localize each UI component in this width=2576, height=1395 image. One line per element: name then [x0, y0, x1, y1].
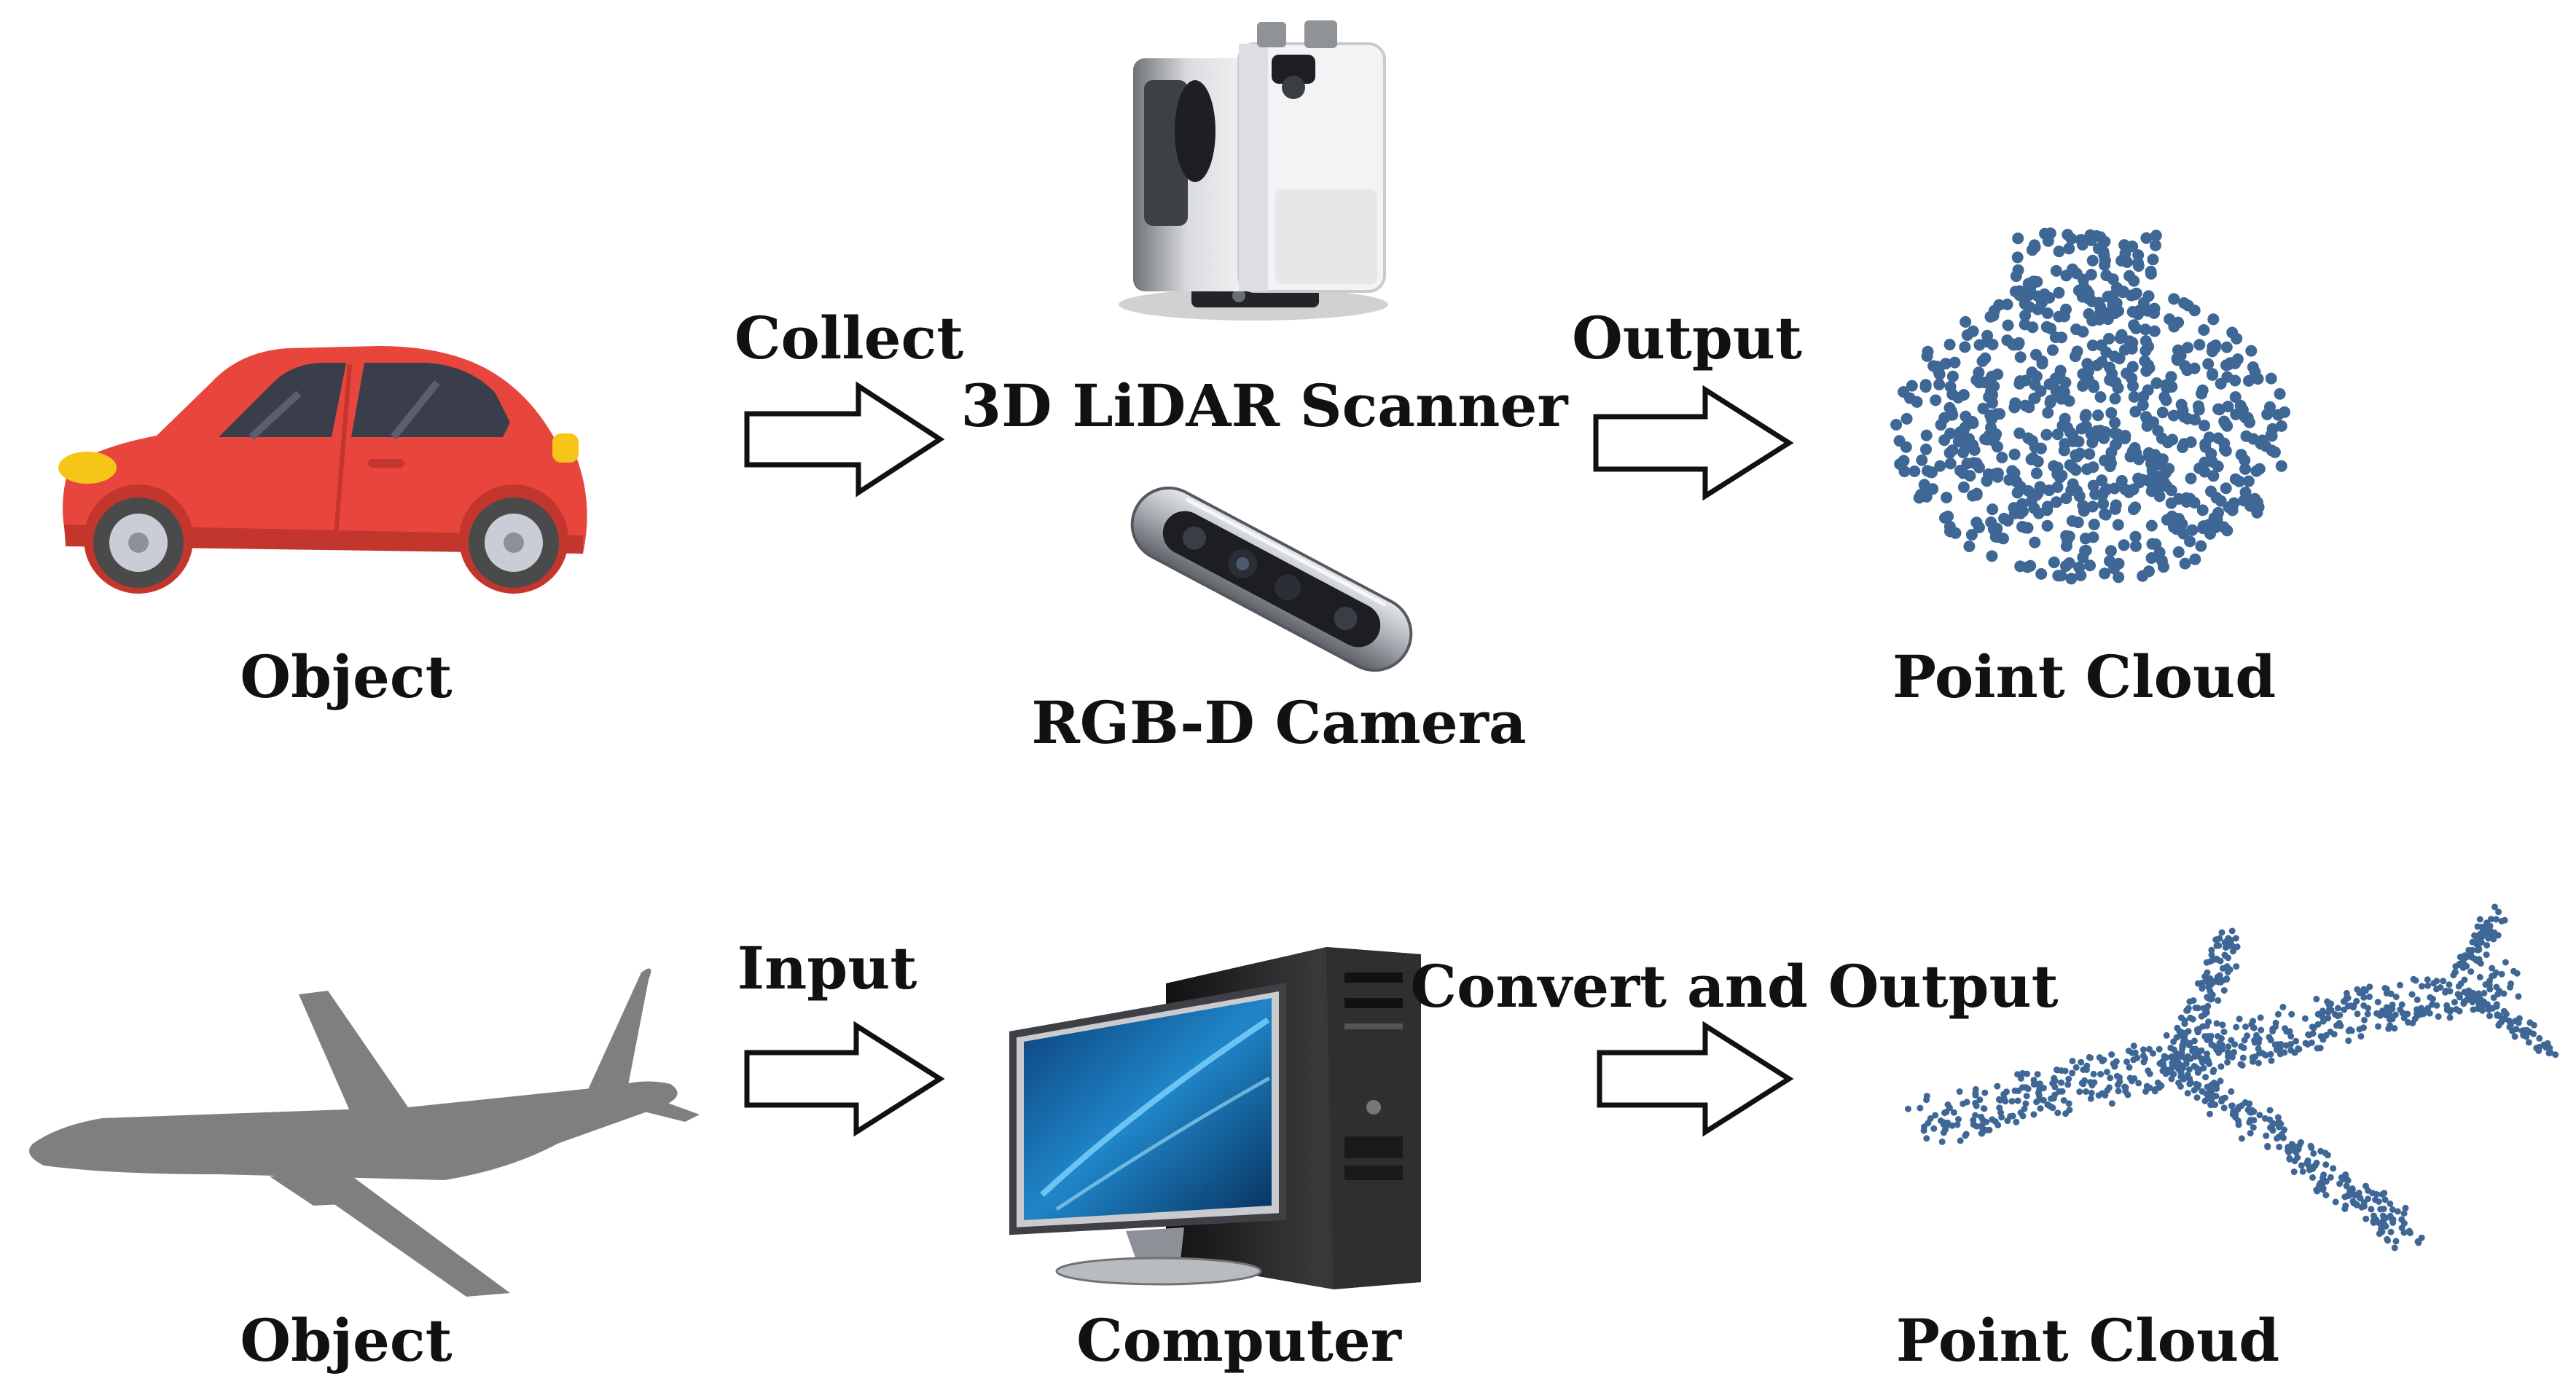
collect-label: Collect	[735, 304, 963, 372]
lidar-scanner-icon	[1119, 20, 1388, 321]
convert-and-output-label: Convert and Output	[1410, 952, 2058, 1021]
point-cloud-airplane-icon	[1905, 903, 2559, 1251]
point-cloud-label-bottom: Point Cloud	[1896, 1306, 2279, 1375]
output-arrow	[1593, 385, 1794, 501]
output-label: Output	[1572, 304, 1802, 372]
input-arrow	[744, 1021, 945, 1137]
computer-label: Computer	[1076, 1306, 1402, 1375]
object-label-bottom: Object	[240, 1306, 452, 1375]
convert-and-output-arrow	[1597, 1021, 1794, 1137]
input-label: Input	[737, 934, 917, 1002]
object-label-top: Object	[240, 643, 452, 711]
airplane-silhouette-icon	[29, 968, 700, 1297]
collect-arrow	[744, 381, 945, 498]
rgbd-camera-icon	[1130, 486, 1413, 672]
point-cloud-label-top: Point Cloud	[1892, 643, 2276, 711]
lidar-scanner-label: 3D LiDAR Scanner	[960, 372, 1568, 440]
rgbd-camera-label: RGB-D Camera	[1031, 688, 1526, 757]
point-cloud-car-icon	[1890, 227, 2290, 585]
car-icon	[58, 346, 587, 594]
desktop-computer-icon	[1009, 947, 1421, 1289]
